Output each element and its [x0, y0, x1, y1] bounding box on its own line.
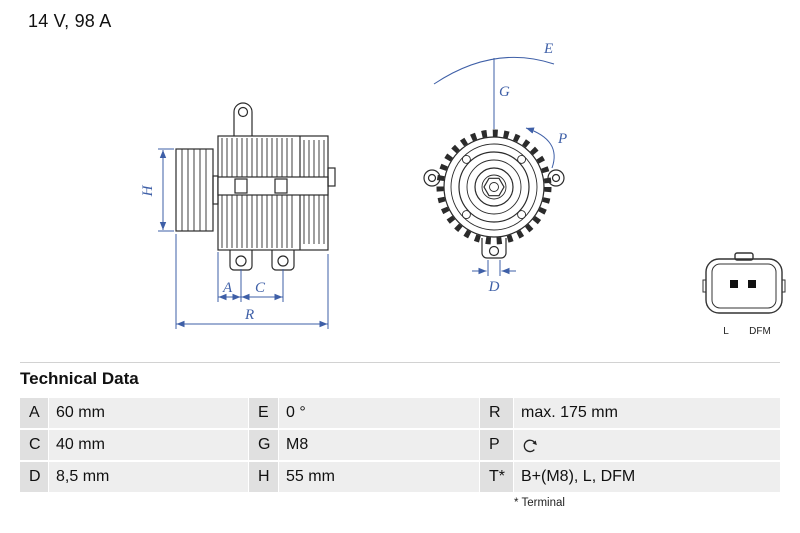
technical-data-section: Technical Data A 60 mm E 0 ° R max. 175 … — [0, 362, 800, 509]
spec-value-r: max. 175 mm — [514, 398, 780, 428]
spec-label-p: P — [480, 430, 513, 460]
front-view-drawing: E G P D — [423, 41, 567, 295]
spec-label-r: R — [480, 398, 513, 428]
top-mounting-eyelet — [233, 102, 253, 136]
spec-value-p — [514, 430, 780, 460]
spec-value-g: M8 — [279, 430, 479, 460]
bottom-mounting-lugs — [229, 250, 295, 271]
pulley — [175, 148, 219, 232]
shaft-hex-nut — [483, 177, 505, 197]
technical-data-table: A 60 mm E 0 ° R max. 175 mm C 40 mm G M8… — [20, 398, 780, 492]
rotation-p-arrow — [525, 127, 555, 169]
connector-drawing: L DFM — [702, 252, 786, 337]
connector-pin-label-l: L — [723, 326, 729, 337]
alternator-body — [217, 135, 336, 251]
side-view-drawing: H A C R — [140, 102, 336, 329]
connector-lock-tab — [734, 252, 754, 261]
connector-pin-label-dfm: DFM — [749, 326, 771, 337]
terminal-tab — [327, 167, 336, 187]
dim-label-e: E — [543, 41, 553, 57]
rotation-cw-icon — [523, 439, 537, 453]
spec-label-e: E — [249, 398, 278, 428]
spec-value-c: 40 mm — [49, 430, 248, 460]
dim-label-a: A — [222, 280, 233, 296]
spec-value-t: B+(M8), L, DFM — [514, 462, 780, 492]
bottom-lug — [481, 238, 507, 259]
dim-label-p: P — [557, 131, 567, 147]
table-row: C 40 mm G M8 P — [20, 430, 780, 460]
dim-label-d: D — [488, 279, 500, 295]
spec-value-e: 0 ° — [279, 398, 479, 428]
dimension-lines — [158, 148, 329, 329]
annotation-lines — [433, 56, 555, 276]
spec-label-h: H — [249, 462, 278, 492]
connector-pin-dfm — [748, 280, 756, 288]
spec-value-h: 55 mm — [279, 462, 479, 492]
dim-label-r: R — [244, 307, 254, 323]
technical-data-title: Technical Data — [20, 369, 139, 388]
terminal-footnote: * Terminal — [514, 497, 565, 509]
technical-drawing: H A C R — [140, 41, 786, 337]
spec-label-c: C — [20, 430, 48, 460]
section-divider — [20, 362, 780, 363]
spec-label-t: T* — [480, 462, 513, 492]
pulley-face — [436, 129, 552, 245]
spec-label-a: A — [20, 398, 48, 428]
dim-label-c: C — [255, 280, 266, 296]
spec-label-d: D — [20, 462, 48, 492]
table-row: A 60 mm E 0 ° R max. 175 mm — [20, 398, 780, 428]
dim-label-g: G — [499, 84, 510, 100]
product-rating: 14 V, 98 A — [28, 11, 112, 31]
connector-pin-l — [730, 280, 738, 288]
spec-value-d: 8,5 mm — [49, 462, 248, 492]
dim-label-h: H — [140, 184, 156, 197]
spec-value-a: 60 mm — [49, 398, 248, 428]
connector-housing — [705, 258, 783, 314]
spec-label-g: G — [249, 430, 278, 460]
table-row: D 8,5 mm H 55 mm T* B+(M8), L, DFM — [20, 462, 780, 492]
